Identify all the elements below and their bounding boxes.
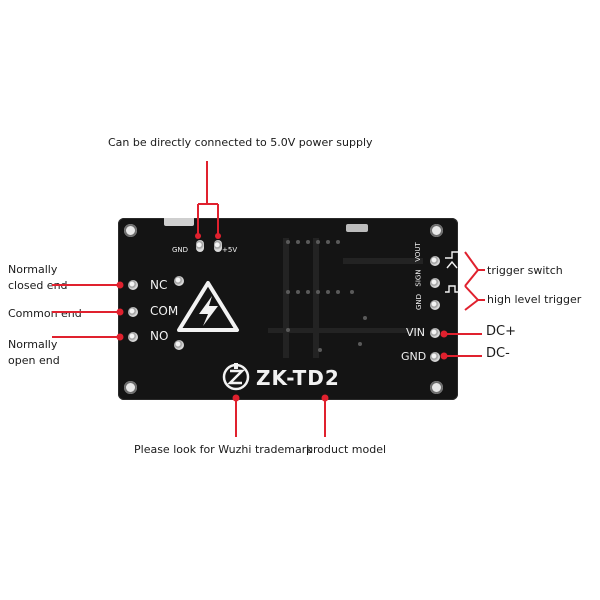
via <box>286 290 290 294</box>
dc-plus-callout: DC+ <box>486 324 516 339</box>
high-voltage-warning-icon <box>177 281 239 332</box>
mounting-hole <box>124 224 137 237</box>
nc-pad <box>128 280 138 290</box>
relay-module-board: GND +5V NC COM NO VOUT SIGN GND VIN GND … <box>118 218 458 400</box>
plus5v-label: +5V <box>222 246 238 254</box>
pcb-trace <box>343 258 423 264</box>
smd-component <box>346 224 368 232</box>
relay-screw <box>174 276 184 286</box>
normally-closed-line2: closed end <box>8 279 68 292</box>
wuzhi-logo-icon <box>222 363 250 391</box>
via <box>363 316 367 320</box>
pcb-trace <box>283 238 289 358</box>
high-level-trigger-callout: high level trigger <box>487 293 582 306</box>
vin-label: VIN <box>406 326 425 339</box>
via <box>306 240 310 244</box>
via <box>286 328 290 332</box>
mounting-hole <box>430 224 443 237</box>
via <box>316 240 320 244</box>
nc-label: NC <box>150 278 168 292</box>
mounting-hole <box>430 381 443 394</box>
normally-open-line1: Normally <box>8 338 58 351</box>
trigger-waveform-icon <box>445 251 459 293</box>
trademark-callout: Please look for Wuzhi trademark <box>134 443 313 456</box>
normally-closed-line1: Normally <box>8 263 58 276</box>
normally-open-callout: Normally open end <box>8 337 60 369</box>
vout-pad <box>430 256 440 266</box>
usb-port <box>164 218 194 226</box>
via <box>296 240 300 244</box>
high-level-trigger-callout-line <box>464 285 485 311</box>
com-pad <box>128 307 138 317</box>
power-callout-line <box>197 161 219 236</box>
gnd-top-label: GND <box>172 246 189 254</box>
via <box>318 348 322 352</box>
pcb-trace <box>313 238 319 358</box>
via <box>350 290 354 294</box>
plus5v-pad <box>214 240 222 252</box>
normally-closed-callout: Normally closed end <box>8 262 68 294</box>
via <box>358 342 362 346</box>
callout-dots <box>116 233 448 402</box>
gnd-label: GND <box>401 350 427 363</box>
gnd-pad <box>196 240 204 252</box>
trigger-switch-callout-line <box>464 251 485 287</box>
common-end-callout: Common end <box>8 307 82 320</box>
callout-lines <box>52 161 485 437</box>
gnd-pad <box>430 352 440 362</box>
pcb-trace <box>268 328 418 333</box>
no-pad <box>128 332 138 342</box>
relay-screw <box>174 340 184 350</box>
no-label: NO <box>150 329 169 343</box>
via <box>316 290 320 294</box>
power-supply-callout: Can be directly connected to 5.0V power … <box>108 136 373 149</box>
via <box>326 240 330 244</box>
gnd-small-pad <box>430 300 440 310</box>
sign-pad <box>430 278 440 288</box>
dc-minus-callout: DC- <box>486 346 510 361</box>
via <box>336 240 340 244</box>
via <box>286 240 290 244</box>
normally-open-line2: open end <box>8 354 60 367</box>
via <box>326 290 330 294</box>
com-label: COM <box>150 304 179 318</box>
via <box>306 290 310 294</box>
mounting-hole <box>124 381 137 394</box>
via <box>296 290 300 294</box>
product-model-callout: product model <box>306 443 387 456</box>
vin-pad <box>430 328 440 338</box>
via <box>336 290 340 294</box>
model-label: ZK-TD2 <box>256 366 340 390</box>
trigger-switch-callout: trigger switch <box>487 264 563 277</box>
